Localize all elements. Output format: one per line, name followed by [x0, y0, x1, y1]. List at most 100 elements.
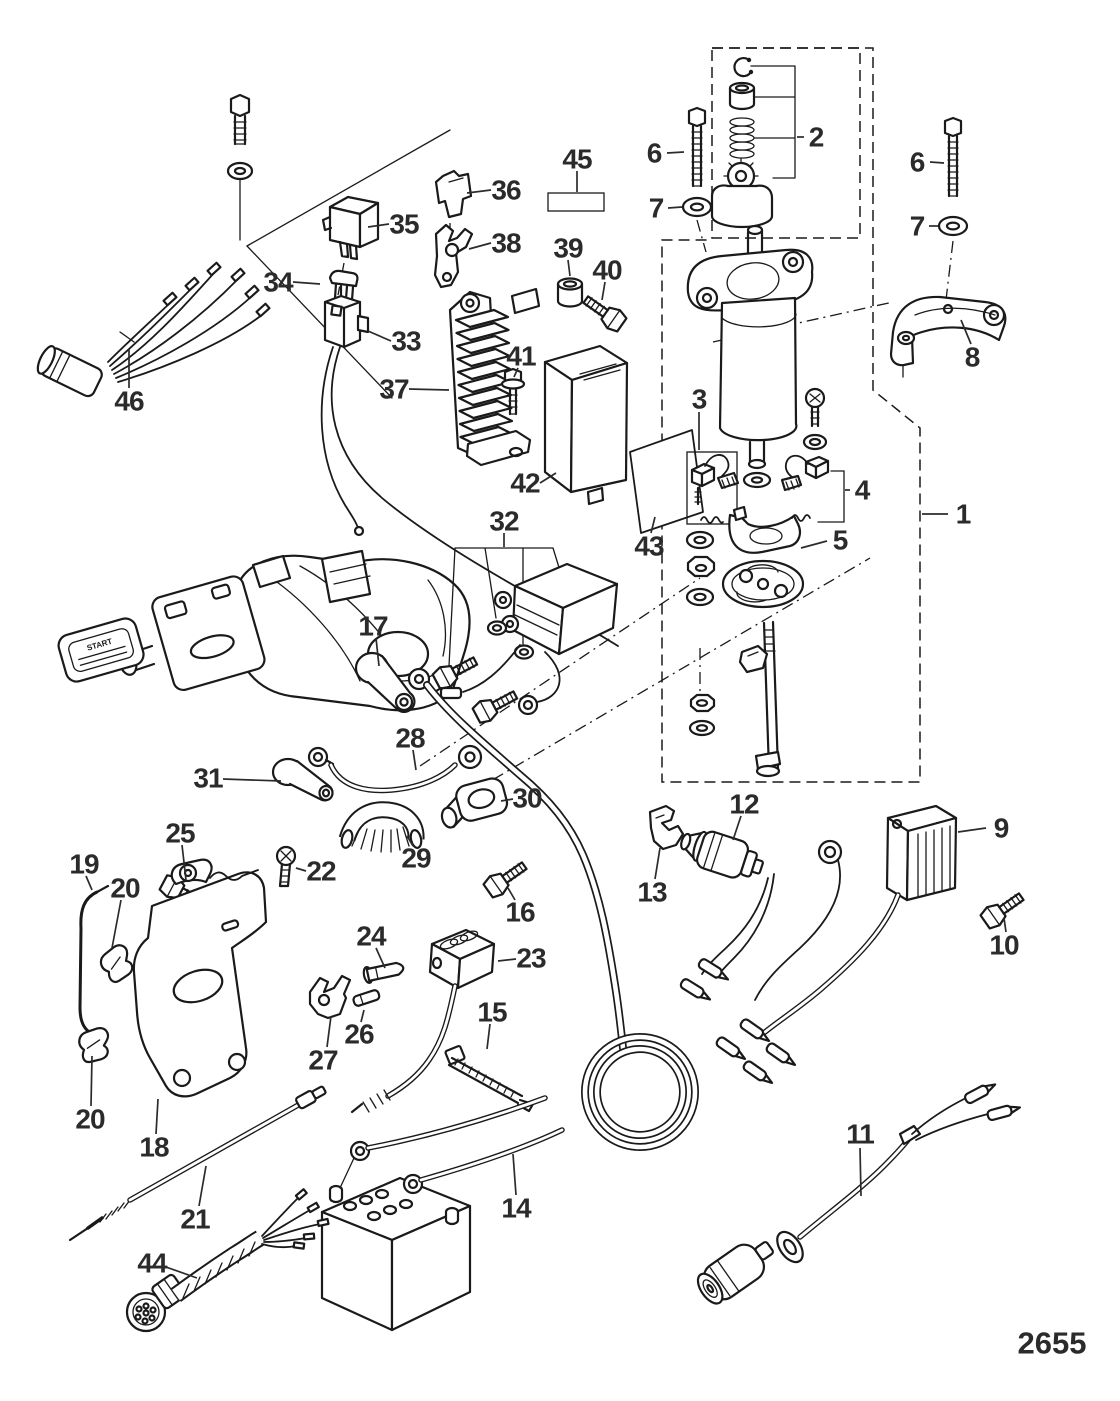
recoil-starter-housing: START [57, 549, 471, 712]
callout-leader-18 [155, 1098, 159, 1135]
callout-29: 29 [401, 843, 431, 874]
harness-terminals [162, 261, 271, 318]
battery [320, 1176, 472, 1332]
callout-leader-35 [367, 223, 390, 228]
callout-20-lower: 20 [75, 1104, 105, 1135]
callout-leader-34 [292, 281, 321, 285]
starter-cable-23 [350, 928, 496, 1114]
callout-12: 12 [729, 789, 759, 820]
clip-13 [648, 804, 685, 851]
callout-leader-6-left [666, 151, 685, 154]
washer-7-left [681, 196, 713, 218]
callout-24: 24 [356, 921, 387, 952]
screw-22 [275, 845, 297, 888]
endcap-screw [802, 387, 828, 451]
callout-leader-20-lower [90, 1055, 93, 1107]
callout-23: 23 [516, 943, 546, 974]
callout-3: 3 [692, 384, 707, 415]
label-plate-45 [547, 192, 605, 212]
callout-25: 25 [165, 818, 195, 849]
callout-13: 13 [637, 877, 667, 908]
cdi-module-42 [543, 344, 629, 506]
mount-bracket-8 [889, 295, 1007, 378]
callout-leader-13 [654, 847, 661, 880]
rectifier-37 [448, 287, 541, 467]
callout-20-upper: 20 [110, 873, 140, 904]
callout-leader-27 [326, 1015, 332, 1048]
callout-leader-40 [601, 281, 606, 301]
cable-21 [68, 1085, 327, 1242]
callout-leader-37 [408, 388, 450, 391]
cable-28 [307, 744, 483, 794]
callout-43: 43 [634, 531, 664, 562]
harness-44 [125, 1188, 330, 1333]
callout-26: 26 [344, 1019, 374, 1050]
pin-26 [352, 989, 381, 1007]
callout-layer: 1234567678910111213141516171819202021222… [69, 122, 1020, 1279]
mount-bolt-topleft [226, 93, 254, 241]
callout-33: 33 [391, 326, 421, 357]
callout-7-right: 7 [910, 211, 925, 242]
callout-46: 46 [114, 386, 144, 417]
callout-4: 4 [855, 475, 871, 506]
callout-leader-5 [800, 540, 828, 549]
callout-leader-10 [1003, 917, 1007, 933]
callout-5: 5 [833, 525, 848, 556]
boot-30 [440, 777, 509, 829]
brush-set-4 [780, 454, 845, 523]
callout-1: 1 [956, 499, 971, 530]
callout-leader-15 [486, 1023, 491, 1050]
boot-31 [271, 757, 334, 802]
callout-39: 39 [553, 233, 583, 264]
callout-34: 34 [263, 267, 294, 298]
bracket-plate-18 [132, 858, 268, 1098]
callout-27: 27 [308, 1045, 338, 1076]
callout-2: 2 [809, 122, 824, 153]
drawing-number: 2655 [1018, 1326, 1087, 1361]
callout-6-left: 6 [647, 138, 662, 169]
callout-44: 44 [137, 1248, 168, 1279]
gasket-sheet-43 [629, 429, 704, 534]
starter-assembly-box [661, 47, 921, 783]
switch-11 [696, 1078, 1023, 1305]
callout-6-right: 6 [910, 147, 925, 178]
starter-solenoid-32 [430, 547, 619, 727]
through-bolt [738, 620, 782, 778]
start-handle: START [57, 617, 145, 683]
callout-8: 8 [965, 342, 980, 373]
starter-battery-cable [407, 667, 699, 1151]
callout-leader-30 [500, 798, 514, 802]
callout-leader-17 [375, 637, 380, 667]
callout-leader-28 [412, 749, 417, 771]
callout-16: 16 [505, 897, 535, 928]
bushing-39 [556, 277, 584, 308]
callout-45: 45 [562, 144, 592, 175]
bolt-6-left [687, 106, 707, 188]
washer-7-right [937, 215, 969, 237]
callout-leader-39 [567, 259, 571, 277]
callout-42: 42 [510, 468, 540, 499]
callout-leader-14 [512, 1153, 517, 1196]
callout-leader-16 [507, 887, 516, 901]
brush-set-3 [686, 451, 740, 525]
callout-leader-9 [957, 827, 987, 833]
callout-38: 38 [491, 228, 521, 259]
lever-27 [308, 974, 352, 1020]
callout-22: 22 [306, 856, 336, 887]
switch-12 [678, 830, 775, 1005]
bracket-38 [433, 223, 474, 289]
callout-leader-7-left [667, 206, 683, 209]
sleeve-29 [338, 801, 425, 853]
callout-19: 19 [69, 849, 99, 880]
shaft-nut-washer [688, 693, 716, 737]
callout-leader-29 [406, 835, 414, 847]
callout-leader-44 [165, 1266, 198, 1279]
pin-24 [362, 961, 405, 984]
callout-leader-23 [497, 958, 517, 962]
callout-11: 11 [846, 1119, 874, 1150]
callout-10: 10 [989, 930, 1019, 961]
assembly-boxes [661, 47, 921, 783]
brush-holder-5 [700, 505, 811, 554]
